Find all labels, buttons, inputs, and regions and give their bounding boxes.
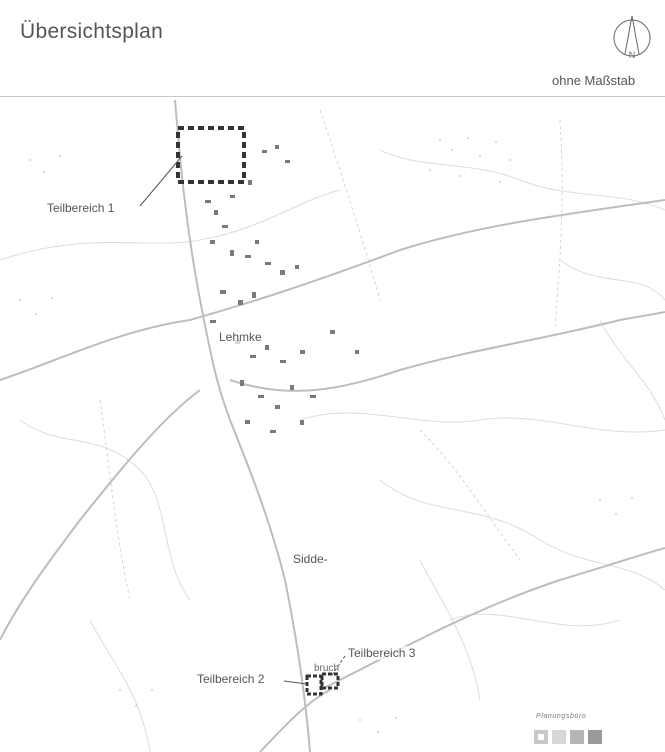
logo-lettering: Planungsbüro xyxy=(536,713,587,720)
bruch-label: bruch xyxy=(314,663,340,674)
teilbereich-1-boundary xyxy=(176,126,246,184)
teilbereich-1-label: Teilbereich 1 xyxy=(46,201,116,215)
paths xyxy=(99,109,563,601)
north-letter: N xyxy=(629,50,636,60)
sidde-label: Sidde- xyxy=(292,552,329,566)
teilbereich-3-label: Teilbereich 3 xyxy=(347,646,417,660)
overview-map xyxy=(0,97,665,752)
buildings xyxy=(205,145,359,433)
contour-lines xyxy=(0,149,665,752)
teilbereich-3-boundary xyxy=(320,672,340,690)
teilbereich-3-leader xyxy=(331,655,346,676)
teilbereich-2-label: Teilbereich 2 xyxy=(196,672,266,686)
scale-note: ohne Maßstab xyxy=(552,73,636,88)
planungsbuero-logo xyxy=(534,730,602,744)
teilbereich-2-boundary xyxy=(305,674,323,696)
header-divider xyxy=(0,96,665,97)
teilbereich-1-leader xyxy=(139,155,183,207)
teilbereich-2-leader xyxy=(283,680,308,685)
map-canvas xyxy=(0,99,665,752)
north-arrow-icon: N xyxy=(613,15,651,60)
village-label: Lehmke xyxy=(218,330,263,344)
map-title: Übersichtsplan xyxy=(20,20,164,43)
dotted-areas xyxy=(19,137,633,733)
roads xyxy=(0,99,665,752)
